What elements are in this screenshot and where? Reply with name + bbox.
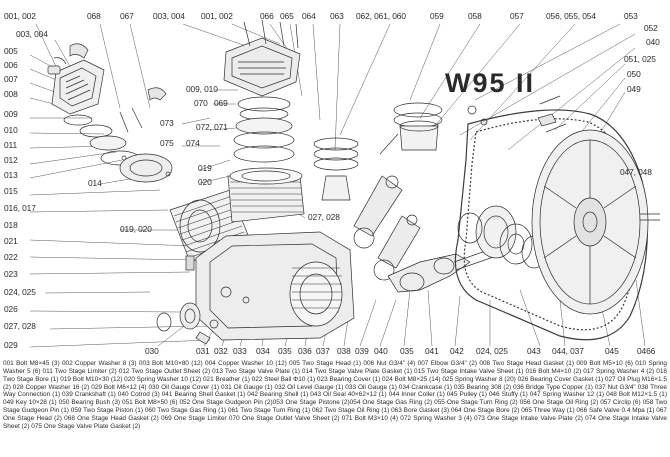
callout-057: 057	[510, 11, 524, 21]
callout-045: 045	[605, 346, 619, 356]
callout-072-071: 072, 071	[196, 122, 228, 132]
callout-011: 011	[4, 140, 18, 150]
callout-035-bottom: 035	[400, 346, 414, 356]
callout-063: 063	[330, 11, 344, 21]
callout-069: 069	[214, 98, 228, 108]
callout-066: 066	[260, 11, 274, 21]
callout-042: 042	[450, 346, 464, 356]
callout-040: 040	[646, 37, 660, 47]
bearings-and-seal	[457, 205, 547, 269]
callout-067: 067	[120, 11, 134, 21]
callout-027-028: 027, 028	[4, 321, 36, 331]
right-small-parts	[467, 95, 567, 133]
callout-074: 074	[186, 138, 200, 148]
callout-070: 070	[194, 98, 208, 108]
callout-068: 068	[87, 11, 101, 21]
callout-024-025: 024, 025	[4, 287, 36, 297]
callout-062-061-060: 062, 061, 060	[356, 11, 406, 21]
parts-list: 001 Bolt M8×45 (3) 002 Copper Washer 8 (…	[3, 360, 667, 430]
callout-020: 020	[198, 177, 212, 187]
callout-021: 021	[4, 236, 18, 246]
callout-022: 022	[4, 252, 18, 262]
crankshaft	[387, 245, 503, 293]
callout-013: 013	[4, 170, 18, 180]
callout-015: 015	[4, 186, 18, 196]
callout-008: 008	[4, 89, 18, 99]
callout-029: 029	[4, 340, 18, 350]
callout-012: 012	[4, 155, 18, 165]
callout-010: 010	[4, 125, 18, 135]
callout-040-bottom: 040	[374, 346, 388, 356]
two-stage-head-assembly	[51, 59, 173, 183]
callout-034: 034	[256, 346, 270, 356]
callout-018: 018	[4, 220, 18, 230]
callout-041: 041	[425, 346, 439, 356]
callout-050: 050	[627, 69, 641, 79]
crankcase	[185, 231, 355, 341]
callout-009: 009	[4, 109, 18, 119]
diagram-model-title: W95 II	[445, 68, 536, 98]
callout-035: 035	[278, 346, 292, 356]
callout-053: 053	[624, 11, 638, 21]
callout-058: 058	[468, 11, 482, 21]
callout-038: 038	[337, 346, 351, 356]
callout-031: 031	[196, 346, 210, 356]
callout-039: 039	[355, 346, 369, 356]
callout-044-037: 044, 037	[552, 346, 584, 356]
callout-073: 073	[160, 118, 174, 128]
pistons-and-rings	[313, 102, 443, 201]
callout-047-048: 047, 048	[620, 167, 652, 177]
callout-056-055-054: 056, 055, 054	[546, 11, 596, 21]
callout-036: 036	[298, 346, 312, 356]
callout-0466: 0466	[637, 346, 656, 356]
callout-019: 019	[198, 163, 212, 173]
callout-032: 032	[214, 346, 228, 356]
callout-005: 005	[4, 46, 18, 56]
callout-006: 006	[4, 60, 18, 70]
callout-014: 014	[88, 178, 102, 188]
callout-001-002-top: 001, 002	[201, 11, 233, 21]
callout-023: 023	[4, 269, 18, 279]
bearing-cover-parts	[156, 302, 219, 345]
callout-003-004: 003, 004	[153, 11, 185, 21]
callout-043: 043	[527, 346, 541, 356]
callout-030: 030	[145, 346, 159, 356]
callout-075: 075	[160, 138, 174, 148]
callout-059: 059	[430, 11, 444, 21]
callout-026: 026	[4, 304, 18, 314]
one-stage-head-assembly	[223, 19, 301, 163]
callout-016-017: 016, 017	[4, 203, 36, 213]
callout-009-010: 009, 010	[186, 84, 218, 94]
callout-024-025-bottom: 024, 025	[476, 346, 508, 356]
pulley	[531, 129, 660, 315]
callout-064: 064	[302, 11, 316, 21]
callout-049: 049	[627, 84, 641, 94]
connecting-rods	[353, 175, 421, 281]
left-fittings	[47, 43, 167, 133]
callout-065: 065	[280, 11, 294, 21]
leader-lines	[29, 23, 646, 348]
callout-033: 033	[233, 346, 247, 356]
callout-001-002: 001, 002	[4, 11, 36, 21]
callout-051-025: 051, 025	[624, 54, 656, 64]
callout-007: 007	[4, 74, 18, 84]
callout-037: 037	[316, 346, 330, 356]
callout-052: 052	[644, 23, 658, 33]
one-stage-bore	[227, 167, 305, 223]
callout-027-028-mid: 027, 028	[308, 212, 340, 222]
callout-003-004-left: 003, 004	[16, 29, 48, 39]
callout-019-020: 019, 020	[120, 224, 152, 234]
